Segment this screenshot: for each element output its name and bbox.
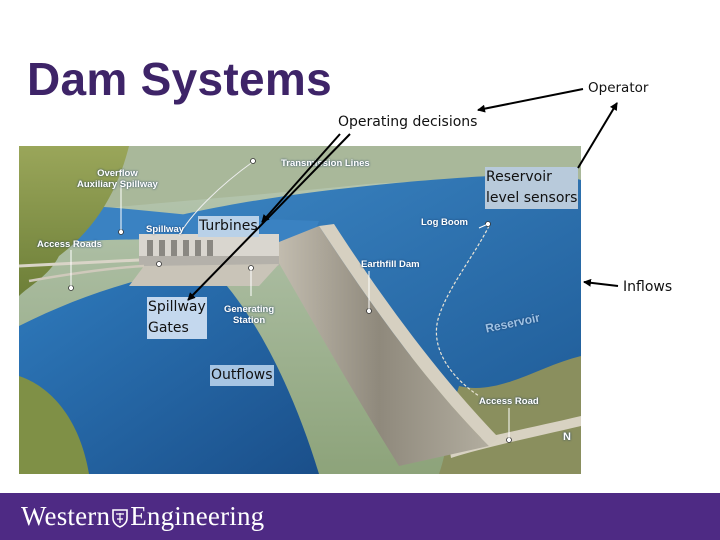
operating-decisions-label: Operating decisions	[338, 114, 478, 130]
shield-crest-icon	[112, 509, 129, 528]
brand-western: Western	[21, 501, 111, 531]
western-engineering-logo: Western Engineering	[21, 501, 264, 532]
footer-bar: Western Engineering	[0, 493, 720, 540]
callout-log-boom: Log Boom	[421, 217, 468, 228]
arrow-sensors-to-operator	[577, 102, 618, 169]
slide-title: Dam Systems	[27, 53, 333, 105]
reservoir-sensors-label: Reservoir level sensors	[485, 167, 579, 209]
callout-access-road: Access Road	[479, 396, 539, 407]
outflows-label: Outflows	[210, 365, 274, 386]
callout-access-roads: Access Roads	[37, 239, 102, 250]
callout-spillway: Spillway	[146, 224, 185, 235]
callout-transmission-lines: Transmission Lines	[281, 158, 370, 169]
callout-overflow-spillway: Overflow Auxiliary Spillway	[77, 168, 158, 190]
callout-generating-station: Generating Station	[224, 304, 275, 326]
operator-label: Operator	[588, 80, 649, 96]
spillway-gates-label: Spillway Gates	[147, 297, 207, 339]
turbines-label: Turbines	[198, 216, 259, 237]
brand-engineering: Engineering	[130, 501, 265, 531]
north-indicator: N	[563, 431, 571, 443]
callout-earthfill-dam: Earthfill Dam	[361, 259, 420, 270]
arrow-operator-to-decisions	[477, 88, 584, 113]
inflows-label: Inflows	[623, 279, 673, 295]
arrow-inflows	[583, 278, 619, 287]
